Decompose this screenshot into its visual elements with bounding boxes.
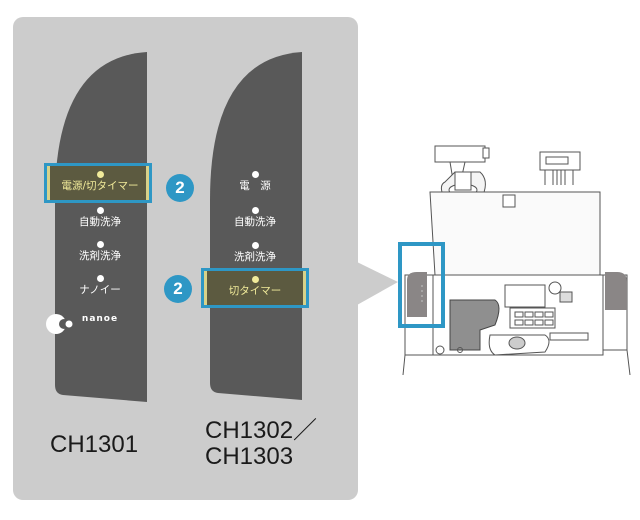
button-label: ナノイー bbox=[79, 284, 121, 296]
indicator-led bbox=[96, 275, 104, 282]
button-label: 洗剤洗浄 bbox=[79, 250, 121, 262]
indicator-led bbox=[96, 207, 104, 214]
indicator-led bbox=[251, 171, 259, 178]
button-label: 自動洗浄 bbox=[234, 216, 276, 228]
control-panel-ch1302-ch1303 bbox=[200, 50, 310, 405]
button-label: 自動洗浄 bbox=[79, 216, 121, 228]
indicator-led bbox=[251, 276, 259, 283]
control-items-ch1301: 電源/切タイマー 自動洗浄 洗剤洗浄 ナノイー nanoe bbox=[45, 50, 155, 405]
highlight-box-off-timer bbox=[201, 268, 309, 308]
control-panel-shape bbox=[55, 52, 147, 402]
button-power[interactable]: 電 源 bbox=[200, 171, 310, 192]
step-badge: 2 bbox=[166, 174, 194, 202]
button-auto-wash[interactable]: 自動洗浄 bbox=[200, 207, 310, 228]
model-label-ch1301: CH1301 bbox=[50, 431, 139, 458]
nanoe-text: nanoe bbox=[81, 314, 119, 324]
button-auto-wash[interactable]: 自動洗浄 bbox=[45, 207, 155, 228]
button-label: 電 源 bbox=[239, 180, 271, 192]
indicator-led bbox=[96, 171, 104, 178]
indicator-led bbox=[251, 242, 259, 249]
model-label-ch1303: CH1303 bbox=[205, 443, 294, 470]
toilet-seat-illustration bbox=[402, 145, 631, 375]
button-nanoe[interactable]: ナノイー bbox=[45, 275, 155, 296]
control-panel-shape bbox=[210, 52, 302, 400]
button-label: 洗剤洗浄 bbox=[234, 251, 276, 263]
mini-panel-leds bbox=[421, 285, 423, 302]
indicator-led bbox=[251, 207, 259, 214]
button-off-timer[interactable]: 切タイマー bbox=[200, 276, 310, 297]
highlight-box-power-timer bbox=[44, 163, 152, 203]
button-power-timer[interactable]: 電源/切タイマー bbox=[45, 171, 155, 192]
control-panel-location-highlight bbox=[398, 242, 445, 328]
nanoe-icon bbox=[46, 314, 73, 334]
control-panel-ch1301 bbox=[45, 50, 155, 405]
model-label-ch1302: CH1302／ bbox=[205, 417, 318, 444]
step-badge: 2 bbox=[164, 275, 192, 303]
button-detergent-wash[interactable]: 洗剤洗浄 bbox=[45, 241, 155, 262]
nanoe-logo: nanoe bbox=[45, 312, 155, 334]
button-label: 電源/切タイマー bbox=[61, 180, 139, 192]
control-items-ch1302: 電 源 自動洗浄 洗剤洗浄 切タイマー bbox=[200, 50, 310, 405]
indicator-led bbox=[96, 241, 104, 248]
filter-part-icon bbox=[539, 151, 581, 185]
button-label: 切タイマー bbox=[228, 285, 282, 297]
button-detergent-wash[interactable]: 洗剤洗浄 bbox=[200, 242, 310, 263]
